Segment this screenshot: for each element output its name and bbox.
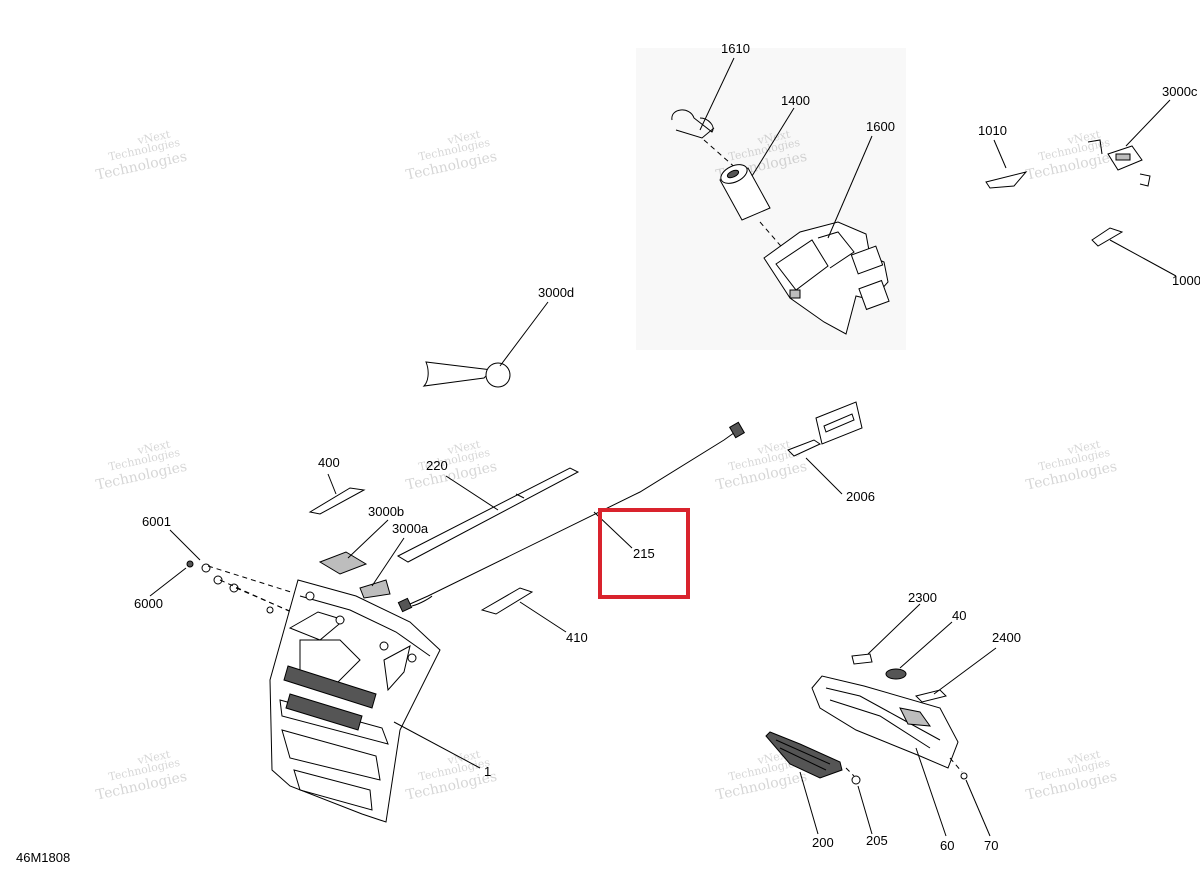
- diagram-id: 46M1808: [16, 850, 70, 865]
- callout-220[interactable]: 220: [426, 458, 448, 473]
- callout-1400[interactable]: 1400: [781, 93, 810, 108]
- watermark: vNext Technologies Technologies: [405, 437, 499, 493]
- callout-400[interactable]: 400: [318, 455, 340, 470]
- callout-3000a[interactable]: 3000a: [392, 521, 429, 536]
- fastener-row: [186, 560, 303, 627]
- callout-200[interactable]: 200: [812, 835, 834, 850]
- part-205-screw[interactable]: [851, 775, 861, 785]
- assembly-backdrop: [636, 48, 906, 350]
- callout-1610[interactable]: 1610: [721, 41, 750, 56]
- part-1610-clip[interactable]: [671, 109, 715, 139]
- callout-1010[interactable]: 1010: [978, 123, 1007, 138]
- callout-3000c[interactable]: 3000c: [1162, 84, 1198, 99]
- callout-labels: 1610 1400 1600 3000c 1010 1000 3000d 220…: [134, 41, 1200, 853]
- callout-6000[interactable]: 6000: [134, 596, 163, 611]
- callout-6001[interactable]: 6001: [142, 514, 171, 529]
- watermark-grid: vNext Technologies Technologies vNext Te…: [95, 127, 1119, 803]
- part-2300-decal[interactable]: [851, 653, 873, 665]
- part-410-decal[interactable]: [480, 587, 534, 615]
- part-400-decal[interactable]: [308, 487, 366, 515]
- part-3000c-clip[interactable]: [1087, 139, 1151, 187]
- callout-410[interactable]: 410: [566, 630, 588, 645]
- part-2006-plate[interactable]: [787, 401, 863, 457]
- part-220-strip[interactable]: [396, 467, 580, 563]
- callout-60[interactable]: 60: [940, 838, 954, 853]
- part-70-screw[interactable]: [960, 772, 968, 780]
- callout-1000[interactable]: 1000: [1172, 273, 1200, 288]
- callout-205[interactable]: 205: [866, 833, 888, 848]
- watermark: vNext Technologies Technologies: [405, 127, 499, 183]
- callout-1600[interactable]: 1600: [866, 119, 895, 134]
- callout-40[interactable]: 40: [952, 608, 966, 623]
- part-3000d-mirror[interactable]: [422, 361, 511, 388]
- watermark: vNext Technologies Technologies: [715, 437, 809, 493]
- callout-3000d[interactable]: 3000d: [538, 285, 574, 300]
- part-2400-decal[interactable]: [915, 689, 947, 703]
- part-1600-housing[interactable]: [763, 221, 890, 335]
- part-215-cable[interactable]: [397, 421, 746, 613]
- watermark: vNext Technologies Technologies: [1025, 127, 1119, 183]
- part-60-lower-panel[interactable]: [811, 675, 959, 769]
- watermark: vNext Technologies Technologies: [95, 747, 189, 803]
- part-200-grille[interactable]: [765, 731, 843, 779]
- part-3000a-decal[interactable]: [359, 579, 391, 599]
- part-1400-cylinder[interactable]: [718, 161, 771, 221]
- callout-2006[interactable]: 2006: [846, 489, 875, 504]
- part-1010-decal[interactable]: [985, 171, 1028, 189]
- part-1-front-panel[interactable]: [269, 579, 441, 823]
- watermark: vNext Technologies Technologies: [1025, 437, 1119, 493]
- callout-2400[interactable]: 2400: [992, 630, 1021, 645]
- part-3000b-decal[interactable]: [318, 551, 368, 575]
- callout-70[interactable]: 70: [984, 838, 998, 853]
- watermark: vNext Technologies Technologies: [95, 127, 189, 183]
- callout-215[interactable]: 215: [633, 546, 655, 561]
- watermark: vNext Technologies Technologies: [1025, 747, 1119, 803]
- highlight-box: [598, 508, 690, 599]
- callout-3000b[interactable]: 3000b: [368, 504, 404, 519]
- callout-1[interactable]: 1: [484, 764, 491, 779]
- watermark: vNext Technologies Technologies: [95, 437, 189, 493]
- part-40-badge[interactable]: [885, 668, 907, 680]
- callout-2300[interactable]: 2300: [908, 590, 937, 605]
- part-1000-decal[interactable]: [1091, 227, 1124, 247]
